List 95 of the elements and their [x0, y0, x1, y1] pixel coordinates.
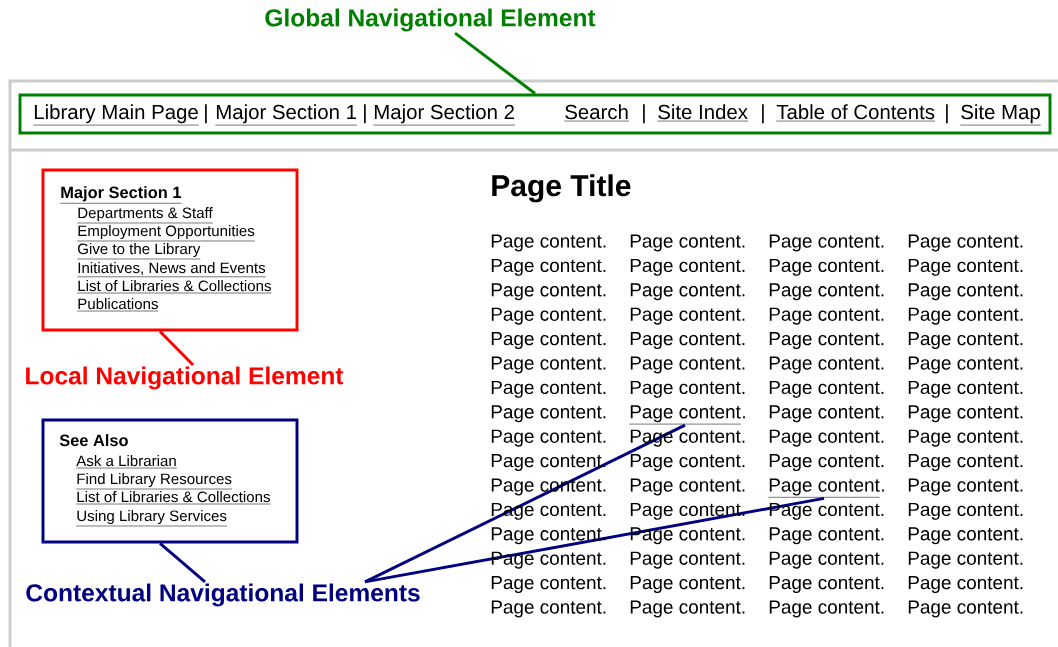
content-text: Page content.: [491, 527, 606, 545]
content-text: Page content.: [769, 551, 884, 569]
link: Page content: [629, 405, 742, 425]
link: Ask a Librarian: [76, 455, 178, 469]
separator: |: [643, 104, 645, 124]
content-text: Page content.: [769, 600, 884, 618]
callout-label: Contextual Navigational Elements: [26, 583, 420, 607]
menu-box: [41, 168, 299, 332]
content-text: Page content.: [769, 234, 884, 252]
content-text: Page content.: [630, 234, 745, 252]
nav-bar: [18, 93, 1052, 135]
link: Find Library Resources: [76, 473, 233, 490]
content-text: Page content.: [908, 405, 1023, 423]
content-text: Page content.: [630, 307, 745, 325]
leader-line: [364, 496, 825, 584]
link: List of Libraries & Collections: [76, 491, 271, 505]
content-text: Page content.: [908, 527, 1023, 545]
link: List of Libraries & Collections: [77, 280, 272, 294]
content-text: Page content.: [630, 576, 745, 594]
content-text: Page content.: [769, 258, 884, 276]
link: Search: [564, 104, 630, 122]
content-text: Page content.: [769, 405, 884, 423]
content-text: Page content.: [630, 332, 745, 350]
callout-label: Global Navigational Element: [265, 8, 596, 32]
leader-line: [158, 330, 195, 366]
content-text: Page content.: [769, 454, 884, 472]
content-text: Page content.: [908, 551, 1023, 569]
content-text: Page content.: [908, 234, 1023, 252]
link: Table of Contents: [776, 104, 936, 122]
content-text: Page content.: [491, 551, 606, 569]
callout-label: Local Navigational Element: [26, 366, 344, 390]
content-text: Page content.: [908, 356, 1023, 374]
content-text: Page content.: [630, 258, 745, 276]
link: Site Map: [960, 104, 1042, 126]
link: Major Section 1: [215, 104, 358, 126]
link: Give to the Library: [77, 243, 201, 260]
content-text: Page content.: [769, 576, 884, 594]
content-text: Page content.: [908, 478, 1023, 496]
content-text: Page content.: [491, 234, 606, 252]
content-text: Page content.: [491, 283, 606, 301]
content-text: Page content.: [491, 454, 606, 472]
separator: |: [762, 104, 764, 124]
content-text: Page content.: [630, 600, 745, 618]
content-text: Page content.: [908, 258, 1023, 276]
content-text: Page content.: [908, 283, 1023, 301]
content-text: Page content.: [630, 454, 745, 472]
content-text: Page content.: [908, 502, 1023, 520]
leader-line: [454, 31, 536, 95]
content-text: Page content.: [491, 576, 606, 594]
content-text: Page content.: [491, 258, 606, 276]
content-text: Page content.: [491, 405, 606, 423]
content-text: Page content.: [769, 429, 884, 447]
content-text: Page content.: [769, 307, 884, 325]
content-text: Page content.: [491, 356, 606, 374]
content-text: Page content.: [630, 356, 745, 374]
link: Departments & Staff: [77, 207, 213, 224]
content-text: Page content.: [491, 429, 606, 447]
separator: |: [205, 104, 207, 124]
content-text: Page content.: [630, 478, 745, 496]
content-text: Page content.: [908, 332, 1023, 350]
link: Publications: [77, 298, 159, 312]
link: Initiatives, News and Events: [77, 262, 266, 278]
content-text: Page content.: [769, 380, 884, 398]
content-text: Page content.: [630, 502, 745, 520]
content-text: Page content.: [908, 380, 1023, 398]
content-text: Page content.: [630, 283, 745, 301]
content-text: Page content.: [908, 576, 1023, 594]
page-title: Page Title: [492, 174, 631, 203]
content-text: Page content.: [491, 600, 606, 618]
content-text: Page content.: [908, 429, 1023, 447]
content-text: Page content.: [630, 551, 745, 569]
content-text: Page content.: [491, 380, 606, 398]
content-text: Page content.: [908, 600, 1023, 618]
link: Library Main Page: [33, 104, 200, 126]
content-text: Page content.: [630, 527, 745, 545]
link: Page content: [768, 478, 881, 498]
menu-box: [41, 418, 299, 544]
content-text: Page content.: [491, 332, 606, 350]
link: Site Index: [657, 104, 749, 122]
link: Using Library Services: [76, 510, 228, 527]
content-text: Page content.: [908, 307, 1023, 325]
separator: |: [364, 104, 366, 124]
menu-heading: See Also: [59, 434, 128, 447]
content-text: Page content.: [769, 502, 884, 520]
menu-heading: Major Section 1: [60, 186, 182, 204]
separator: |: [946, 104, 948, 124]
content-text: Page content.: [769, 332, 884, 350]
link: Major Section 2: [373, 104, 516, 126]
content-text: Page content.: [769, 283, 884, 301]
content-text: Page content.: [769, 527, 884, 545]
content-text: Page content.: [769, 356, 884, 374]
content-text: Page content.: [908, 454, 1023, 472]
link: Employment Opportunities: [77, 225, 256, 242]
leader-line: [159, 542, 206, 584]
content-text: Page content.: [491, 307, 606, 325]
